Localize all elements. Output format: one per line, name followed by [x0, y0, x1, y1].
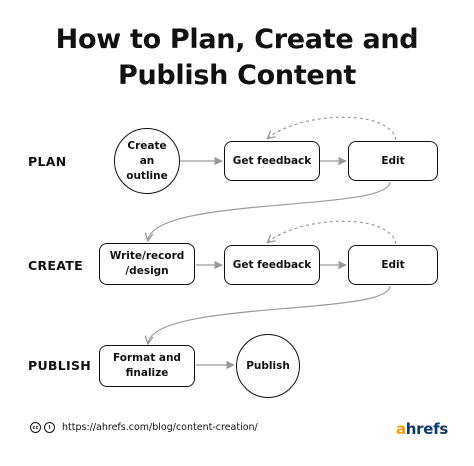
diagram-title: How to Plan, Create and Publish Content	[0, 22, 474, 94]
stage-label-publish: PUBLISH	[28, 358, 92, 373]
stage-label-create: CREATE	[28, 258, 83, 273]
create-get-feedback-node: Get feedback	[224, 245, 320, 285]
logo-letter-a: a	[395, 420, 406, 438]
by-icon: i	[44, 422, 55, 433]
arrow-plan-to-create	[148, 181, 391, 240]
arrow-create-to-publish	[148, 285, 391, 343]
plan-get-feedback-node: Get feedback	[224, 141, 320, 181]
publish-format-node: Format and finalize	[99, 345, 195, 387]
arrow-plan-feedback-loop	[268, 116, 397, 141]
title-line-1: How to Plan, Create and	[55, 24, 419, 55]
source-url[interactable]: https://ahrefs.com/blog/content-creation…	[62, 422, 258, 433]
create-write-node: Write/record /design	[99, 243, 195, 285]
stage-label-plan: PLAN	[28, 154, 67, 169]
cc-icon: cc	[30, 422, 41, 433]
footer: cc i https://ahrefs.com/blog/content-cre…	[30, 422, 258, 433]
plan-edit-node: Edit	[348, 141, 438, 181]
logo-text: hrefs	[405, 420, 449, 438]
ahrefs-logo: ahrefs	[396, 420, 448, 438]
publish-node: Publish	[236, 334, 300, 398]
create-edit-node: Edit	[348, 245, 438, 285]
plan-create-outline-node: Create an outline	[114, 128, 180, 194]
arrow-create-feedback-loop	[268, 220, 397, 245]
title-line-2: Publish Content	[118, 60, 356, 91]
